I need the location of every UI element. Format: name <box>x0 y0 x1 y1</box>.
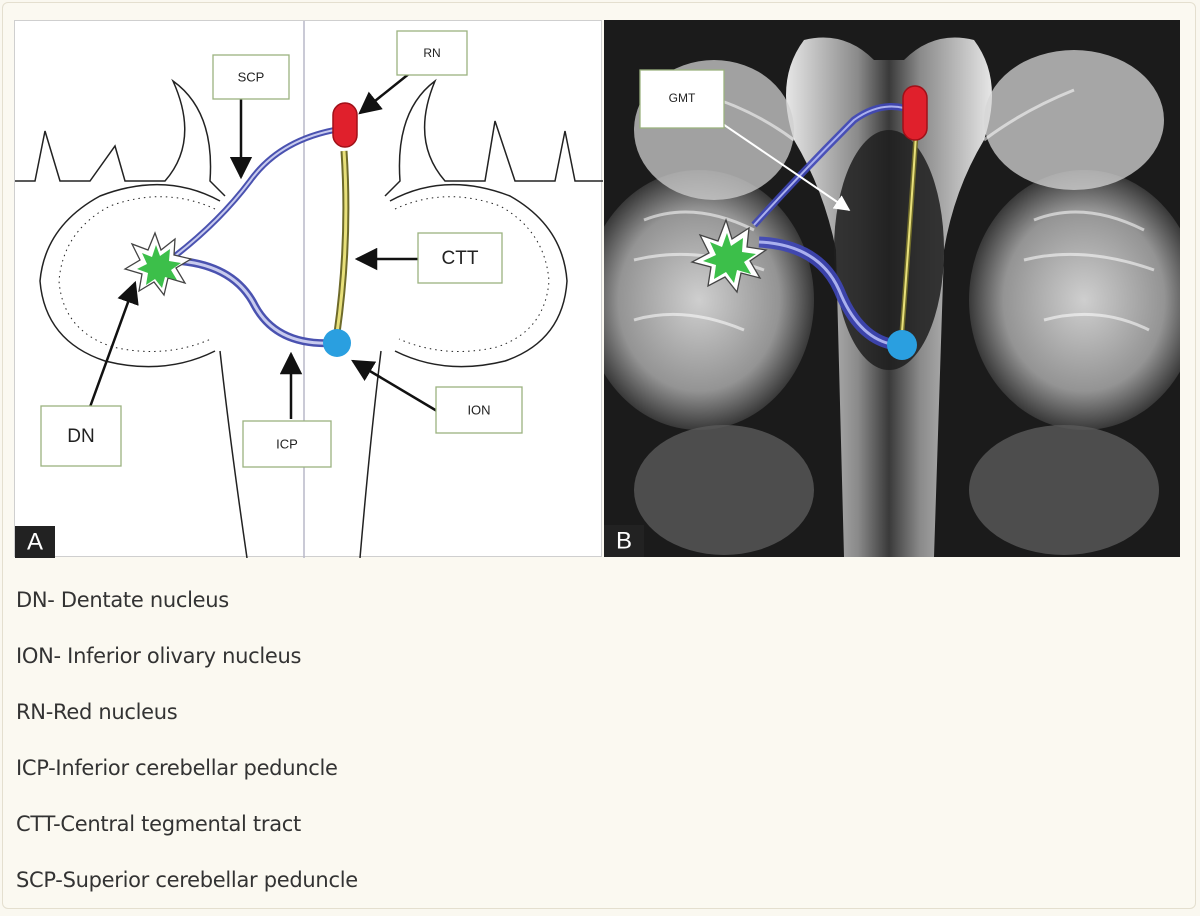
legend-item-dn: DN- Dentate nucleus <box>16 588 229 612</box>
label-icp: ICP <box>242 420 332 468</box>
brainstem-right-edge <box>359 350 382 558</box>
mri-svg: GMT B <box>604 20 1180 557</box>
red-nucleus <box>332 102 358 148</box>
dn-arrow <box>88 280 139 408</box>
abbreviation-legend: DN- Dentate nucleus ION- Inferior olivar… <box>16 580 358 916</box>
svg-text:ICP: ICP <box>276 436 298 451</box>
label-gmt: GMT <box>639 69 725 129</box>
cortex-outline-right <box>384 78 603 197</box>
panel-b-letter-bg <box>604 525 644 557</box>
schematic-svg: SCP RN CTT DN ICP ION A <box>15 21 603 558</box>
legend-item-icp: ICP-Inferior cerebellar peduncle <box>16 756 338 780</box>
panel-b-mri: GMT B <box>604 20 1180 557</box>
red-nucleus-mri <box>902 85 928 141</box>
ion-arrow <box>351 359 438 413</box>
rn-arrow <box>358 72 411 115</box>
scp-tract-mri <box>751 103 905 228</box>
brainstem-left-edge <box>219 350 248 558</box>
panel-a-schematic: SCP RN CTT DN ICP ION A <box>14 20 603 558</box>
cerebellum-right <box>389 183 568 368</box>
panel-a-letter: A <box>27 528 43 555</box>
label-scp: SCP <box>212 54 290 100</box>
inferior-olivary-nucleus-mri <box>887 330 917 360</box>
gmt-arrow <box>713 117 851 211</box>
svg-text:GMT: GMT <box>669 91 696 105</box>
svg-text:ION: ION <box>467 402 490 417</box>
dentate-nucleus-mri <box>703 233 756 283</box>
legend-item-ion: ION- Inferior olivary nucleus <box>16 644 302 668</box>
legend-item-rn: RN-Red nucleus <box>16 700 178 724</box>
ctt-tract <box>333 150 350 334</box>
ctt-tract-mri <box>899 134 919 333</box>
cortex-outline-left <box>15 78 226 197</box>
label-ctt: CTT <box>417 232 503 284</box>
legend-item-ctt: CTT-Central tegmental tract <box>16 812 301 836</box>
inferior-olivary-nucleus <box>323 329 351 357</box>
label-rn: RN <box>396 30 468 76</box>
icp-tract <box>179 257 334 348</box>
scp-tract <box>173 126 341 259</box>
svg-text:DN: DN <box>67 426 94 447</box>
label-ion: ION <box>435 386 523 434</box>
legend-item-scp: SCP-Superior cerebellar peduncle <box>16 868 358 892</box>
panel-a-letter-bg <box>15 526 55 558</box>
cerebellum-left <box>39 183 221 368</box>
panel-b-letter: B <box>616 527 632 554</box>
svg-text:RN: RN <box>423 46 440 60</box>
mri-tissue <box>604 37 1180 557</box>
dentate-nucleus <box>137 245 181 288</box>
label-dn: DN <box>40 405 122 467</box>
svg-text:CTT: CTT <box>442 248 479 269</box>
icp-tract-mri <box>758 236 898 351</box>
svg-text:SCP: SCP <box>238 69 265 84</box>
